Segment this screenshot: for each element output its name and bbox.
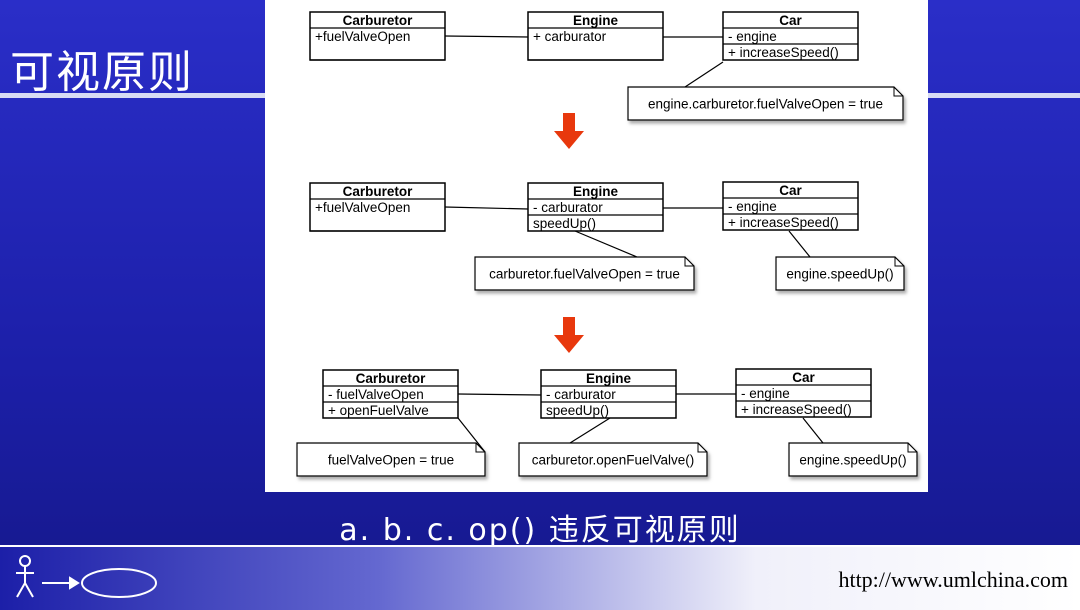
- class-attribute: +fuelValveOpen: [315, 200, 410, 215]
- note-anchor-line: [569, 417, 611, 444]
- note-anchor-line: [802, 417, 824, 444]
- class-attribute: - engine: [728, 199, 777, 214]
- class-attribute: + carburator: [533, 29, 607, 44]
- note-text: carburetor.fuelValveOpen = true: [489, 267, 680, 282]
- uml-note: engine.speedUp(): [788, 442, 918, 477]
- class-attribute: - carburator: [546, 387, 616, 402]
- uml-note: engine.speedUp(): [775, 256, 905, 291]
- class-attribute: +fuelValveOpen: [315, 29, 410, 44]
- uml-note: carburetor.openFuelValve(): [518, 442, 708, 477]
- transition-arrow-icon: [554, 317, 584, 353]
- class-name: Car: [779, 13, 802, 28]
- class-name: Car: [779, 183, 802, 198]
- class-carburetor: Carburetor+fuelValveOpen: [309, 182, 446, 232]
- class-operation: speedUp(): [533, 216, 596, 231]
- uml-note: carburetor.fuelValveOpen = true: [474, 256, 695, 291]
- uml-note: fuelValveOpen = true: [296, 442, 486, 477]
- transition-arrow-icon: [554, 113, 584, 149]
- class-operation: + openFuelValve: [328, 403, 429, 418]
- association-line: [444, 206, 529, 210]
- class-operation: speedUp(): [546, 403, 609, 418]
- slide-caption: a. b. c. op() 违反可视原则: [339, 513, 741, 548]
- class-attribute: - fuelValveOpen: [328, 387, 424, 402]
- class-attribute: - engine: [728, 29, 777, 44]
- umlchina-logo: [16, 555, 157, 598]
- footer-bar: http://www.umlchina.com: [0, 545, 1080, 610]
- class-name: Carburetor: [356, 371, 427, 386]
- note-anchor-line: [457, 417, 486, 453]
- slide-title: 可视原则: [10, 47, 194, 98]
- class-operation: + increaseSpeed(): [741, 402, 852, 417]
- note-anchor-line: [574, 230, 638, 258]
- uml-note: engine.carburetor.fuelValveOpen = true: [627, 86, 904, 121]
- class-car: Car- engine+ increaseSpeed(): [722, 181, 859, 231]
- class-name: Engine: [573, 13, 618, 28]
- class-engine: Engine+ carburator: [527, 11, 664, 61]
- note-text: fuelValveOpen = true: [328, 453, 454, 468]
- association-line: [457, 393, 542, 396]
- footer-url[interactable]: http://www.umlchina.com: [838, 567, 1068, 592]
- note-text: engine.speedUp(): [786, 267, 893, 282]
- class-name: Car: [792, 370, 815, 385]
- class-name: Engine: [573, 184, 618, 199]
- use-case-icon: [81, 568, 157, 598]
- class-carburetor: Carburetor- fuelValveOpen+ openFuelValve: [322, 369, 459, 419]
- note-text: carburetor.openFuelValve(): [532, 453, 695, 468]
- class-operation: + increaseSpeed(): [728, 215, 839, 230]
- class-operation: + increaseSpeed(): [728, 45, 839, 60]
- actor-icon: [16, 555, 34, 598]
- class-name: Engine: [586, 371, 631, 386]
- class-carburetor: Carburetor+fuelValveOpen: [309, 11, 446, 61]
- class-attribute: - engine: [741, 386, 790, 401]
- note-text: engine.speedUp(): [799, 453, 906, 468]
- class-attribute: - carburator: [533, 200, 603, 215]
- association-line: [444, 35, 529, 38]
- note-anchor-line: [788, 230, 811, 258]
- note-text: engine.carburetor.fuelValveOpen = true: [648, 97, 883, 112]
- class-car: Car- engine+ increaseSpeed(): [722, 11, 859, 61]
- arrow-icon: [42, 576, 80, 590]
- class-name: Carburetor: [343, 13, 414, 28]
- class-car: Car- engine+ increaseSpeed(): [735, 368, 872, 418]
- class-name: Carburetor: [343, 184, 414, 199]
- note-anchor-line: [684, 61, 724, 88]
